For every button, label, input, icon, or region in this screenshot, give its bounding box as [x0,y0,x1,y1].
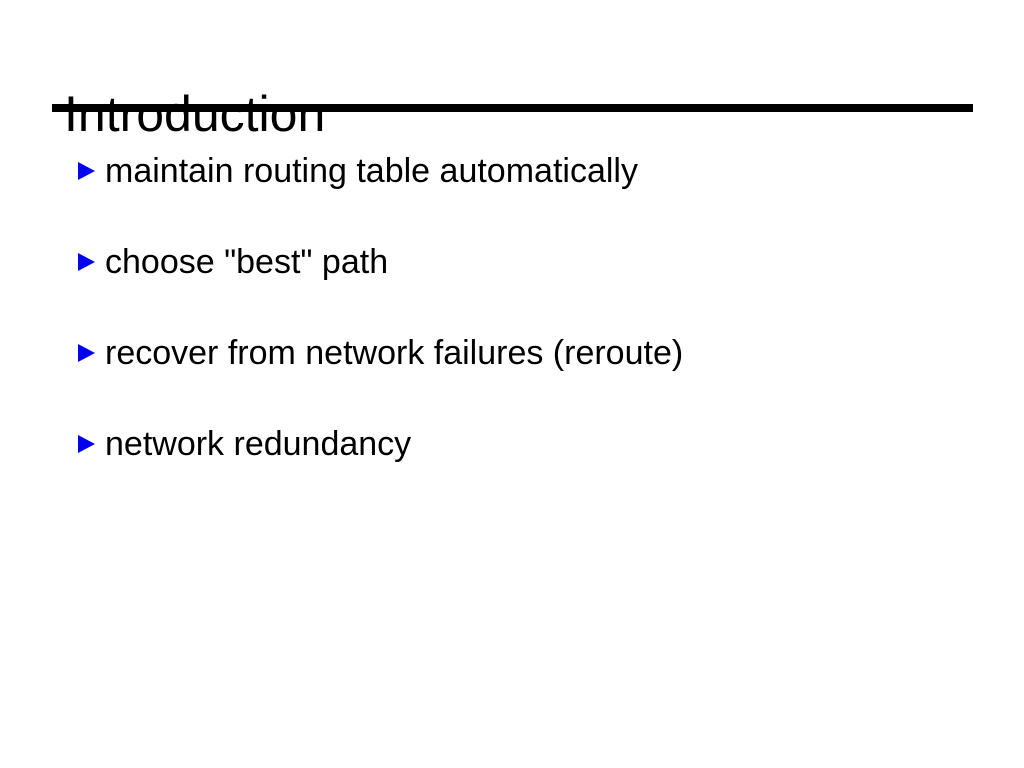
list-item: choose "best" path [78,242,683,333]
bullet-text: choose "best" path [105,243,389,281]
bullet-text: maintain routing table automatically [105,152,638,190]
title-underline-rule [52,104,973,112]
bullet-text: recover from network failures (reroute) [105,334,684,372]
triangle-bullet-icon [78,344,95,362]
list-item: recover from network failures (reroute) [78,333,683,424]
triangle-bullet-icon [78,253,95,271]
slide-title: Introduction [64,85,326,142]
list-item: maintain routing table automatically [78,151,683,242]
triangle-bullet-icon [78,162,95,180]
list-item: network redundancy [78,424,683,515]
triangle-bullet-icon [78,435,95,453]
bullet-text: network redundancy [105,425,412,463]
bullet-list: maintain routing table automatically cho… [78,151,683,515]
